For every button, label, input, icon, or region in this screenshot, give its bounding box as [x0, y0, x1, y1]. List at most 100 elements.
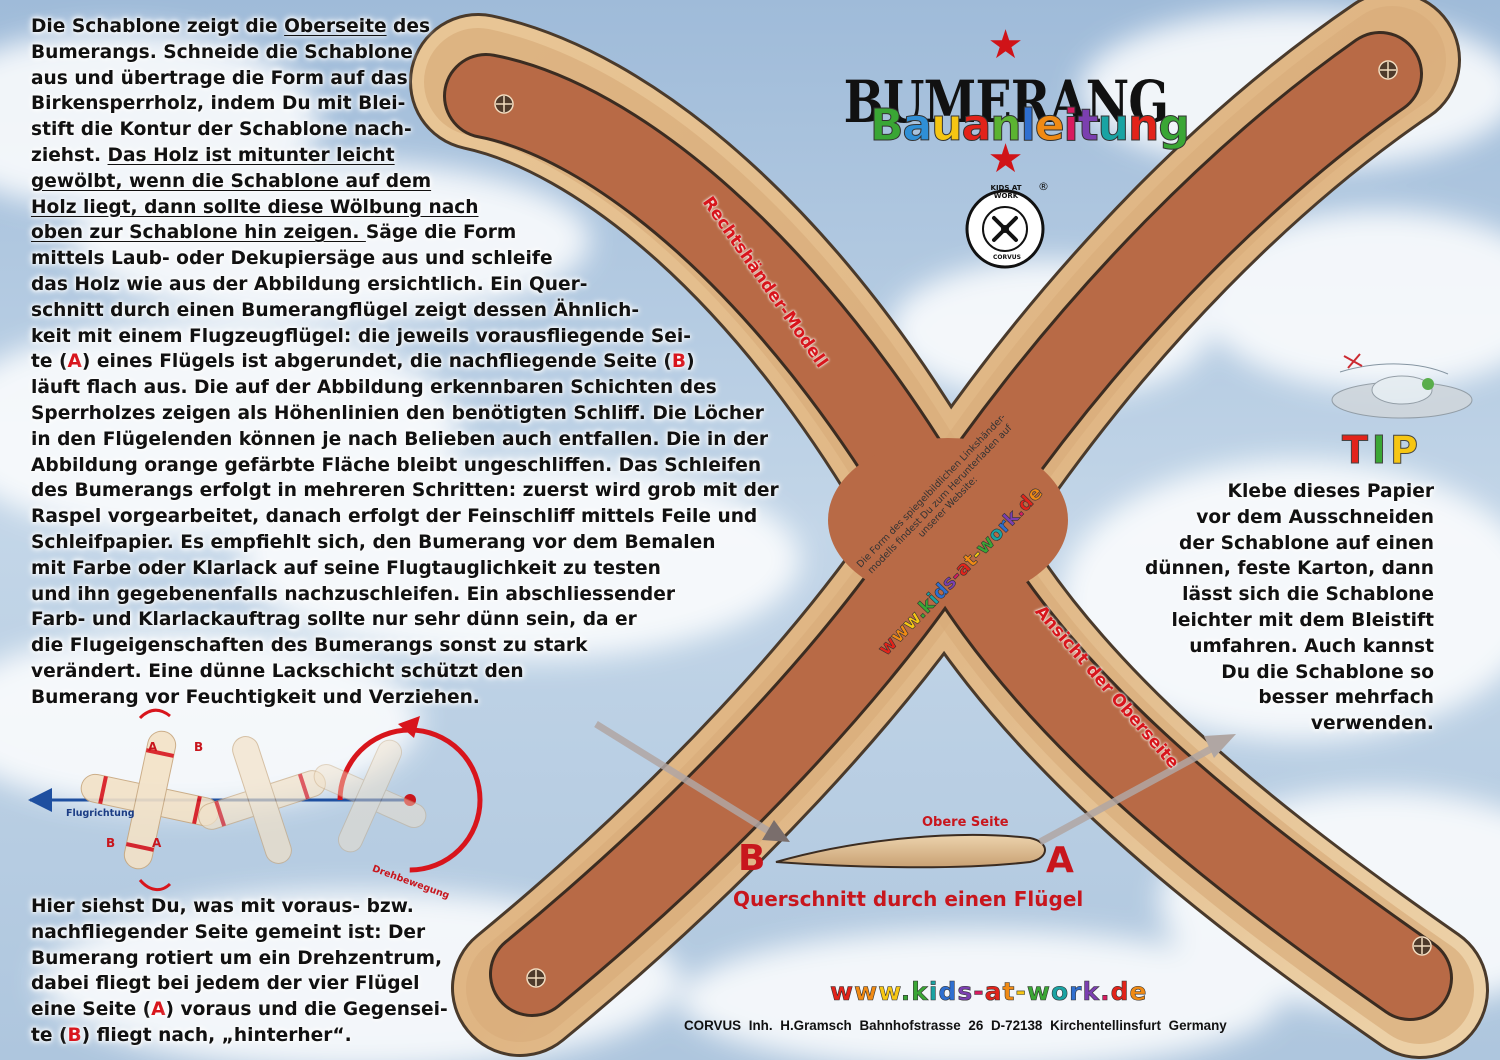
colored-letter: n: [1128, 100, 1160, 152]
star-icon: ★: [987, 22, 1024, 68]
colored-letter: w: [1026, 977, 1051, 1007]
registered-mark: ®: [1038, 180, 1049, 193]
text-line: Birkensperrholz, indem Du mit Blei-: [31, 93, 406, 115]
diagram-letter-b: B: [194, 740, 204, 754]
colored-letter: .: [900, 977, 912, 1007]
underlined-text: oben zur Schablone hin zeigen.: [31, 222, 366, 244]
text-line: und ihn gegebenenfalls nachzuschleifen. …: [31, 583, 676, 605]
text-line: ziehst. Das Holz ist mitunter leicht: [31, 144, 395, 166]
text-line: Farb- und Klarlackauftrag sollte nur seh…: [31, 609, 637, 631]
cross-section-caption: Querschnitt durch einen Flügel: [733, 887, 1084, 911]
subtitle-bauanleitung: Bauanleitung: [870, 100, 1191, 152]
colored-letter: d: [1110, 977, 1130, 1007]
colored-letter: w: [878, 977, 901, 1007]
text-line: dabei fliegt bei jedem der vier Flügel: [31, 973, 420, 995]
colored-letter: P: [1390, 428, 1422, 473]
star-icon: ★: [987, 136, 1024, 182]
colored-letter: e: [1129, 977, 1148, 1007]
text-line: in den Flügelenden können je nach Belieb…: [31, 428, 769, 450]
leading-edge-letter: A: [1046, 840, 1074, 881]
colored-letter: n: [990, 100, 1022, 152]
colored-letter: T: [1342, 428, 1372, 473]
text-line: leichter mit dem Bleistift: [1171, 609, 1434, 631]
colored-letter: i: [1063, 100, 1079, 152]
text-line: umfahren. Auch kannst: [1189, 635, 1434, 657]
text-line: Bumerang vor Feuchtigkeit und Verziehen.: [31, 686, 480, 708]
underlined-text: gewölbt, wenn die Schablone auf dem: [31, 170, 432, 192]
text-line: Die Schablone zeigt die Oberseite des: [31, 16, 431, 37]
text-line: verwenden.: [1310, 713, 1434, 735]
text-line: der Schablone auf einen: [1179, 532, 1434, 554]
text-line: des Bumerangs erfolgt in mehreren Schrit…: [31, 480, 779, 502]
colored-letter: a: [902, 100, 933, 152]
colored-letter: I: [1371, 428, 1391, 473]
colored-letter: r: [1069, 977, 1083, 1007]
text-line: verändert. Eine dünne Lackschicht schütz…: [31, 660, 524, 682]
text-line: Sperrholzes zeigen als Höhenlinien den b…: [31, 402, 764, 424]
text-line: Bumerang rotiert um ein Drehzentrum,: [31, 947, 443, 969]
footer-address: CORVUS Inh. H.Gramsch Bahnhofstrasse 26 …: [684, 1018, 1227, 1033]
text-line: te (B) fliegt nach, „hinterher“.: [31, 1024, 352, 1046]
colored-letter: s: [957, 977, 974, 1007]
kids-at-work-logo: [965, 189, 1045, 269]
colored-letter: g: [1158, 100, 1190, 152]
trailing-edge-letter: B: [738, 838, 766, 879]
text-line: mit Farbe oder Klarlack auf seine Flugta…: [31, 557, 661, 579]
text-line: Holz liegt, dann sollte diese Wölbung na…: [31, 195, 786, 221]
diagram-letter-b: B: [106, 836, 116, 850]
rotation-explanation-text: Hier siehst Du, was mit voraus- bzw. nach…: [31, 894, 451, 1049]
colored-letter: B: [870, 100, 905, 152]
logo-top-text: KIDS AT WORK: [990, 184, 1022, 200]
tip-heading: TIP: [1342, 428, 1422, 473]
text-line: läuft flach aus. Die auf der Abbildung e…: [31, 377, 717, 399]
highlight-letter: B: [671, 351, 687, 373]
underlined-text: Das Holz ist mitunter leicht: [107, 144, 395, 166]
page-title: ★ BUMERANG ★: [808, 22, 1203, 182]
text-line: Hier siehst Du, was mit voraus- bzw.: [31, 896, 414, 917]
diagram-letter-a: A: [152, 836, 162, 850]
colored-letter: u: [1097, 100, 1129, 152]
text-line: oben zur Schablone hin zeigen. Säge die …: [31, 222, 517, 244]
text-line: Schleifpapier. Es empfiehlt sich, den Bu…: [31, 531, 716, 553]
colored-letter: -: [1015, 977, 1027, 1007]
colored-letter: a: [961, 100, 992, 152]
colored-letter: k: [1082, 977, 1101, 1007]
website-url-bottom[interactable]: www.kids-at-work.de: [830, 977, 1148, 1007]
text-line: aus und übertrage die Form auf das: [31, 67, 408, 89]
logo-bottom-text: CORVUS: [993, 254, 1021, 261]
text-line: Raspel vorgearbeitet, danach erfolgt der…: [31, 506, 758, 528]
text-line: dünnen, feste Karton, dann: [1144, 558, 1434, 580]
text-line: das Holz wie aus der Abbildung ersichtli…: [31, 273, 588, 295]
colored-letter: l: [1020, 100, 1036, 152]
text-line: lässt sich die Schablone: [1182, 584, 1434, 606]
colored-letter: .: [1100, 977, 1111, 1007]
highlight-letter: A: [151, 999, 166, 1021]
text-line: Abbildung orange gefärbte Fläche bleibt …: [31, 454, 762, 476]
text-line: Bumerangs. Schneide die Schablone: [31, 41, 413, 63]
text-line: eine Seite (A) voraus und die Gegensei-: [31, 999, 448, 1021]
title-text: BUMERANG: [843, 68, 1169, 136]
text-line: vor dem Ausschneiden: [1196, 506, 1434, 528]
underlined-text: Holz liegt, dann sollte diese Wölbung na…: [31, 196, 479, 218]
text-line: die Flugeigenschaften des Bumerangs sons…: [31, 635, 588, 657]
text-line: nachfliegender Seite gemeint ist: Der: [31, 921, 426, 943]
colored-letter: k: [911, 977, 929, 1007]
text-line: te (A) eines Flügels ist abgerundet, die…: [31, 351, 695, 373]
text-line: Du die Schablone so: [1221, 661, 1434, 683]
text-line: Klebe dieses Papier: [1227, 481, 1434, 502]
colored-letter: u: [931, 100, 963, 152]
colored-letter: w: [830, 977, 855, 1007]
highlight-letter: B: [67, 1024, 82, 1046]
colored-letter: w: [854, 977, 879, 1007]
colored-letter: a: [984, 977, 1003, 1007]
text-line: besser mehrfach: [1258, 687, 1434, 709]
text-line: schnitt durch einen Bumerangflügel zeigt…: [31, 299, 640, 321]
flight-direction-label: Flugrichtung: [66, 808, 135, 819]
colored-letter: t: [1077, 100, 1099, 152]
tip-text: Klebe dieses Papier vor dem Ausschneiden d…: [1074, 479, 1434, 737]
text-line: gewölbt, wenn die Schablone auf dem: [31, 169, 786, 195]
colored-letter: e: [1034, 100, 1065, 152]
colored-letter: i: [928, 977, 939, 1007]
underlined-text: Oberseite: [284, 16, 387, 37]
